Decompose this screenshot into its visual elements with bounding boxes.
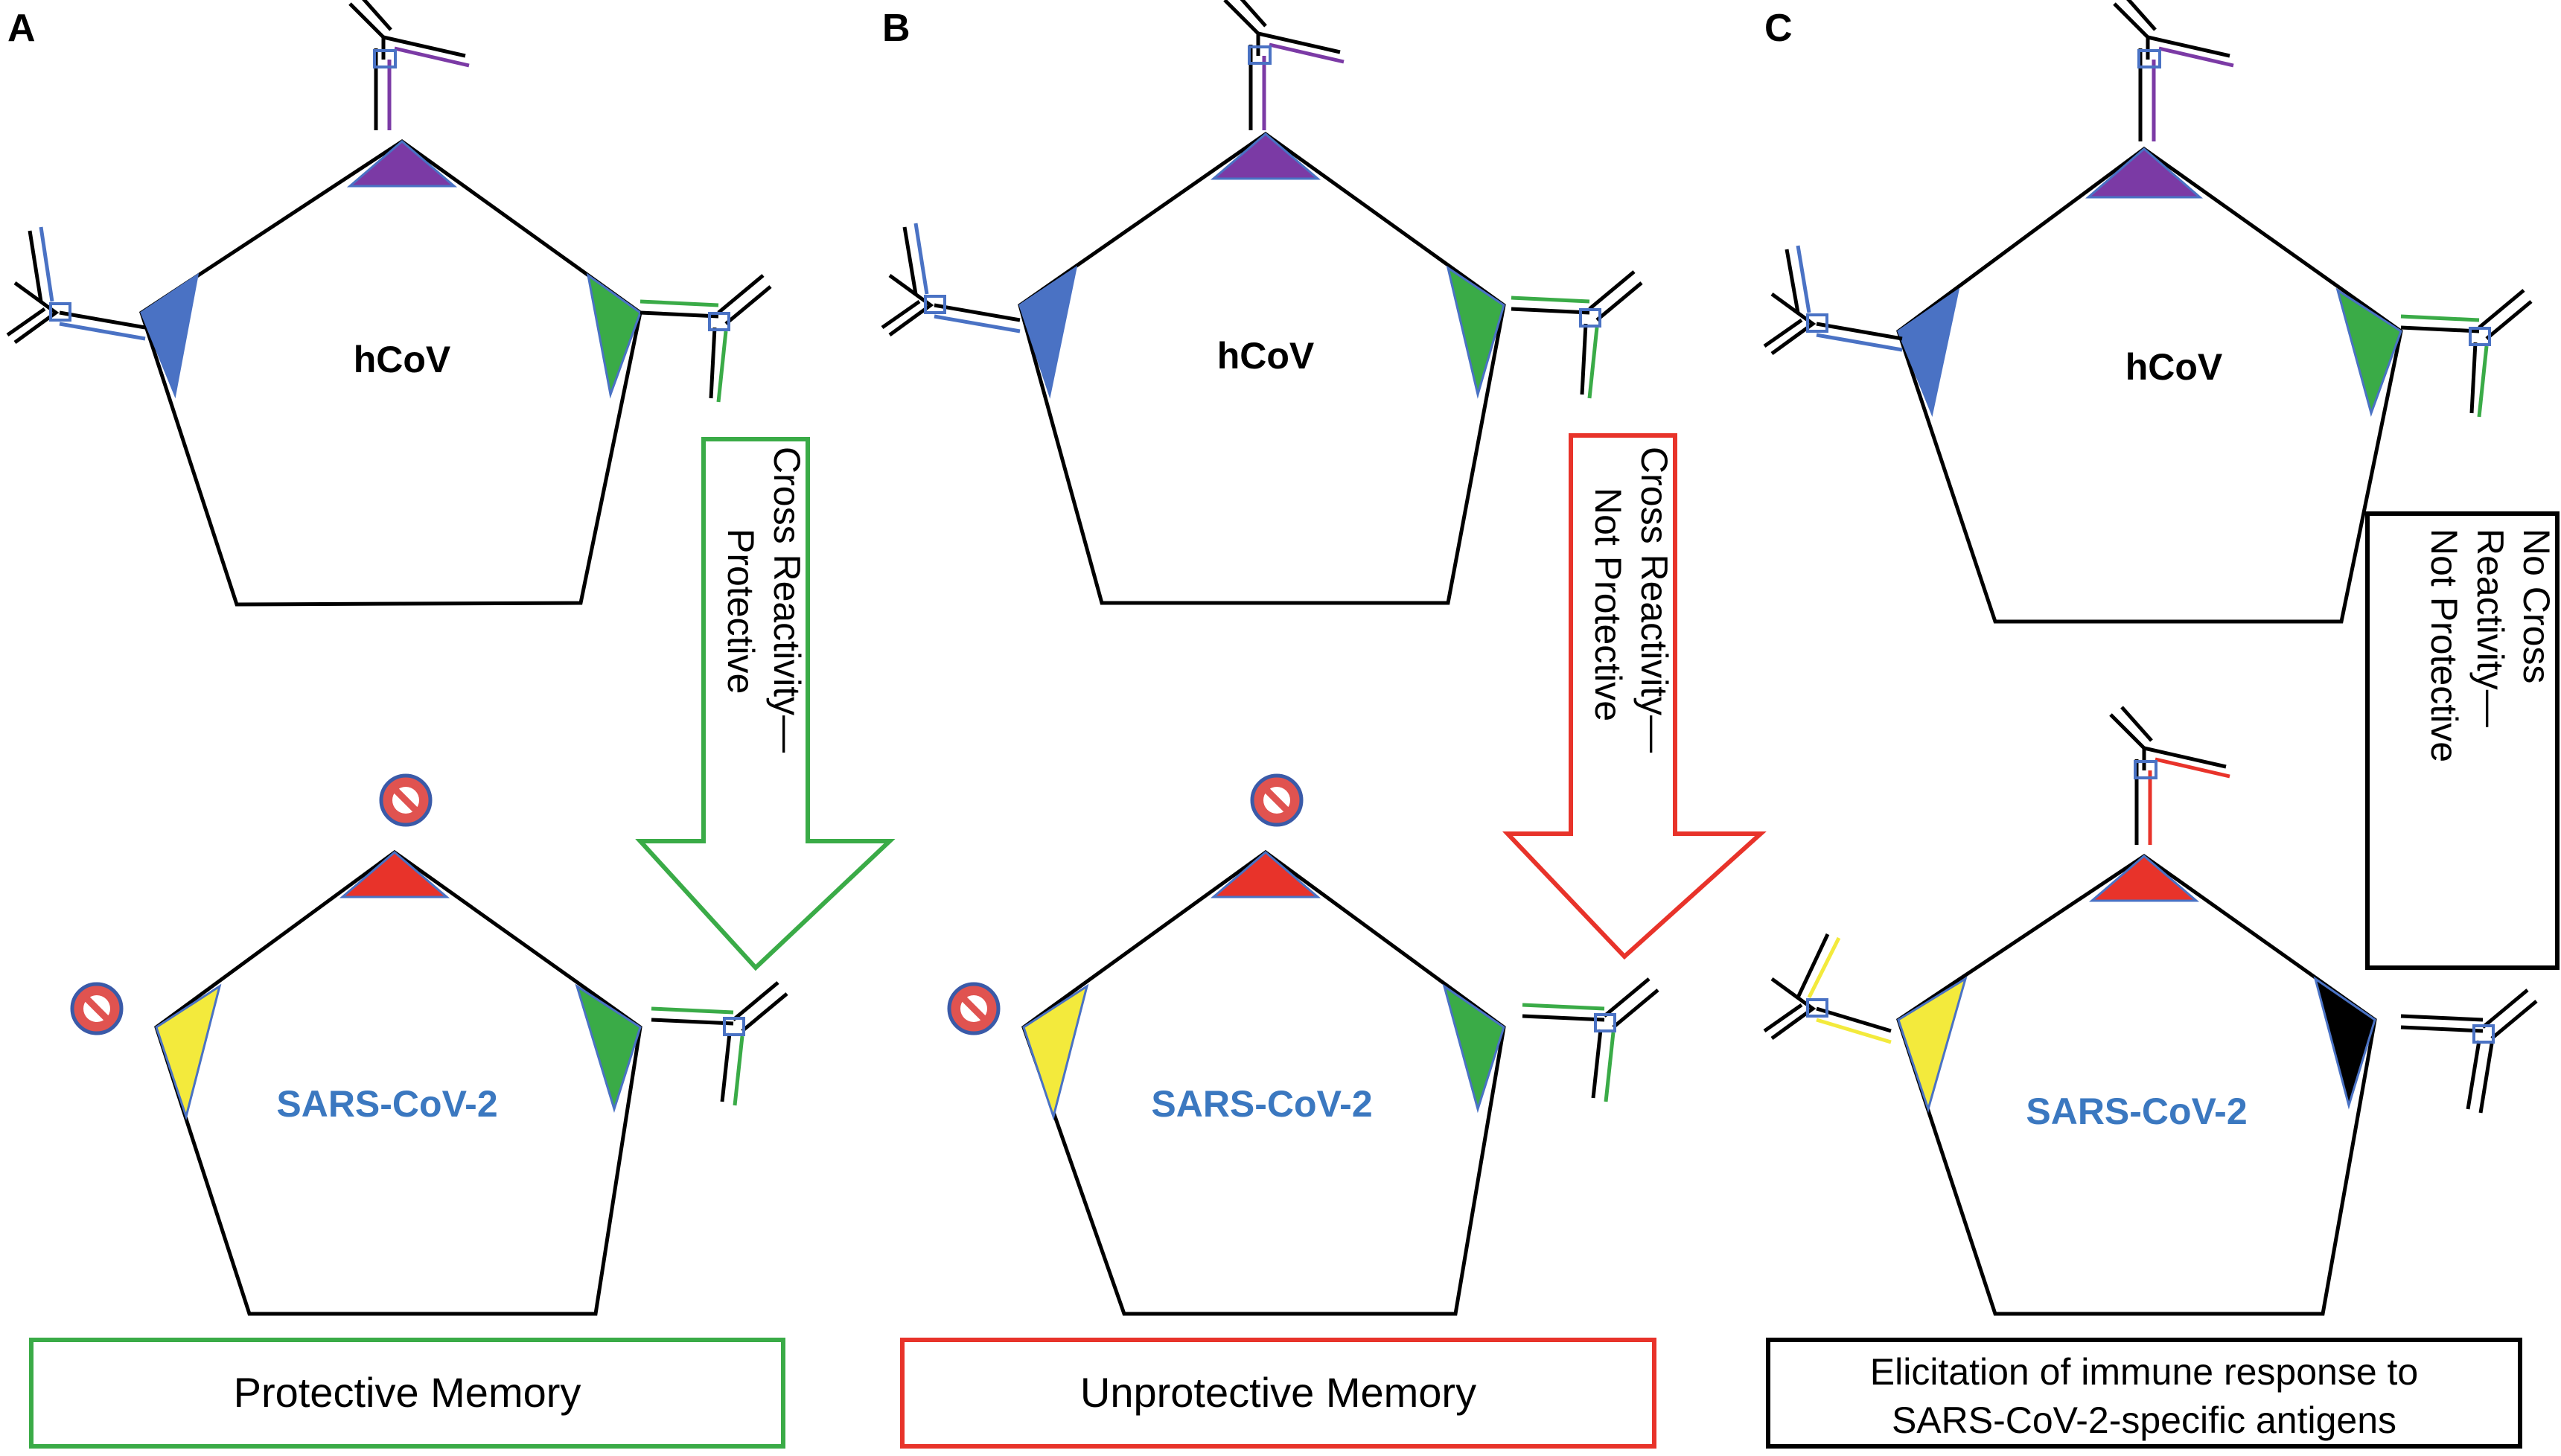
no-sign-icon [379, 773, 433, 827]
panel-b: B hCoV [881, 0, 1767, 1449]
sars-cov-2-label: SARS-CoV-2 [276, 1083, 497, 1125]
no-cross-reactivity-box: No Cross Reactivity— Not Protective [2365, 511, 2560, 970]
arrow-label-line-1: Cross Reactivity— [1633, 447, 1675, 753]
arrow-label-line-1: Cross Reactivity— [766, 447, 808, 753]
red-epitope [2088, 855, 2200, 902]
antibody-purple-top [348, 0, 470, 130]
hcov-virus-c: hCoV [1896, 146, 2403, 624]
antibody-red-top [2109, 706, 2230, 845]
hcov-label: hCoV [354, 339, 451, 380]
hcov-pentagon-outline [1896, 146, 2403, 624]
antibody-blue-left [881, 223, 1021, 337]
hcov-virus-b: hCoV [1018, 131, 1506, 605]
antibody-purple-top [1223, 0, 1345, 130]
side-box-line-2: Reactivity— [2469, 529, 2511, 727]
no-sign-icon [1250, 773, 1304, 827]
hcov-label: hCoV [2125, 346, 2223, 388]
red-epitope [339, 851, 450, 898]
purple-epitope [1210, 132, 1321, 180]
green-epitope [586, 272, 642, 399]
purple-epitope [2085, 147, 2204, 199]
panel-c: C hCoV [1763, 0, 2560, 1449]
sars-pentagon-outline [1896, 853, 2377, 1316]
yellow-epitope [1897, 976, 1968, 1114]
protective-memory-label: Protective Memory [234, 1369, 581, 1416]
sars-cov-2-virus-c: SARS-CoV-2 [1896, 853, 2377, 1316]
hcov-virus-a: hCoV [139, 138, 642, 607]
yellow-epitope [1022, 983, 1089, 1121]
result-box-c: Elicitation of immune response to SARS-C… [1766, 1338, 2522, 1449]
panel-letter-b: B [882, 7, 910, 50]
antibody-green-right [1522, 977, 1659, 1102]
yellow-epitope [155, 983, 222, 1121]
antibody-purple-top [2113, 0, 2234, 141]
red-epitope [1210, 851, 1321, 898]
sars-pentagon-outline [154, 849, 642, 1316]
antibody-black-right [2400, 989, 2538, 1114]
green-epitope [2335, 287, 2402, 417]
blue-epitope [140, 272, 200, 399]
arrow-label-line-2: Not Protective [1587, 488, 1629, 721]
antibody-blue-left [1763, 245, 1903, 356]
antibody-green-right [2400, 289, 2533, 418]
sars-cov-2-virus-b: SARS-CoV-2 [1021, 849, 1506, 1316]
green-epitope [575, 983, 642, 1114]
arrow-label-line-2: Protective [720, 529, 762, 694]
panel-letter-c: C [1764, 7, 1793, 50]
sars-cov-2-label: SARS-CoV-2 [1151, 1083, 1372, 1125]
green-epitope [1442, 983, 1505, 1114]
unprotective-memory-label: Unprotective Memory [1080, 1369, 1476, 1416]
purple-epitope [346, 140, 458, 188]
antibody-green-right [1511, 270, 1643, 399]
hcov-label: hCoV [1217, 335, 1315, 377]
antibody-blue-left [6, 226, 146, 345]
side-box-line-1: No Cross [2516, 529, 2557, 683]
blue-epitope [1897, 287, 1960, 418]
black-epitope [2313, 976, 2376, 1110]
sars-pentagon-outline [1021, 849, 1506, 1316]
elicitation-label-line-1: Elicitation of immune response to [1870, 1351, 2418, 1393]
elicitation-label-line-2: SARS-CoV-2-specific antigens [1892, 1399, 2396, 1441]
cross-reactivity-arrow-a: Cross Reactivity— Protective [635, 437, 896, 971]
no-sign-icon [70, 982, 124, 1035]
sars-cov-2-label: SARS-CoV-2 [2026, 1091, 2247, 1132]
no-sign-icon [947, 982, 1001, 1035]
antibody-green-right [651, 981, 788, 1106]
result-box-b: Unprotective Memory [900, 1338, 1656, 1449]
blue-epitope [1018, 265, 1078, 399]
antibody-green-right [640, 274, 772, 403]
sars-cov-2-virus-a: SARS-CoV-2 [154, 849, 642, 1316]
antibody-yellow-left [1763, 933, 1892, 1044]
panel-letter-a: A [7, 7, 36, 50]
cross-reactivity-arrow-b: Cross Reactivity— Not Protective [1502, 433, 1767, 960]
green-epitope [1446, 265, 1505, 399]
panel-a: A hCoV [6, 0, 896, 1449]
result-box-a: Protective Memory [29, 1338, 785, 1449]
side-box-line-3: Not Protective [2423, 529, 2465, 762]
